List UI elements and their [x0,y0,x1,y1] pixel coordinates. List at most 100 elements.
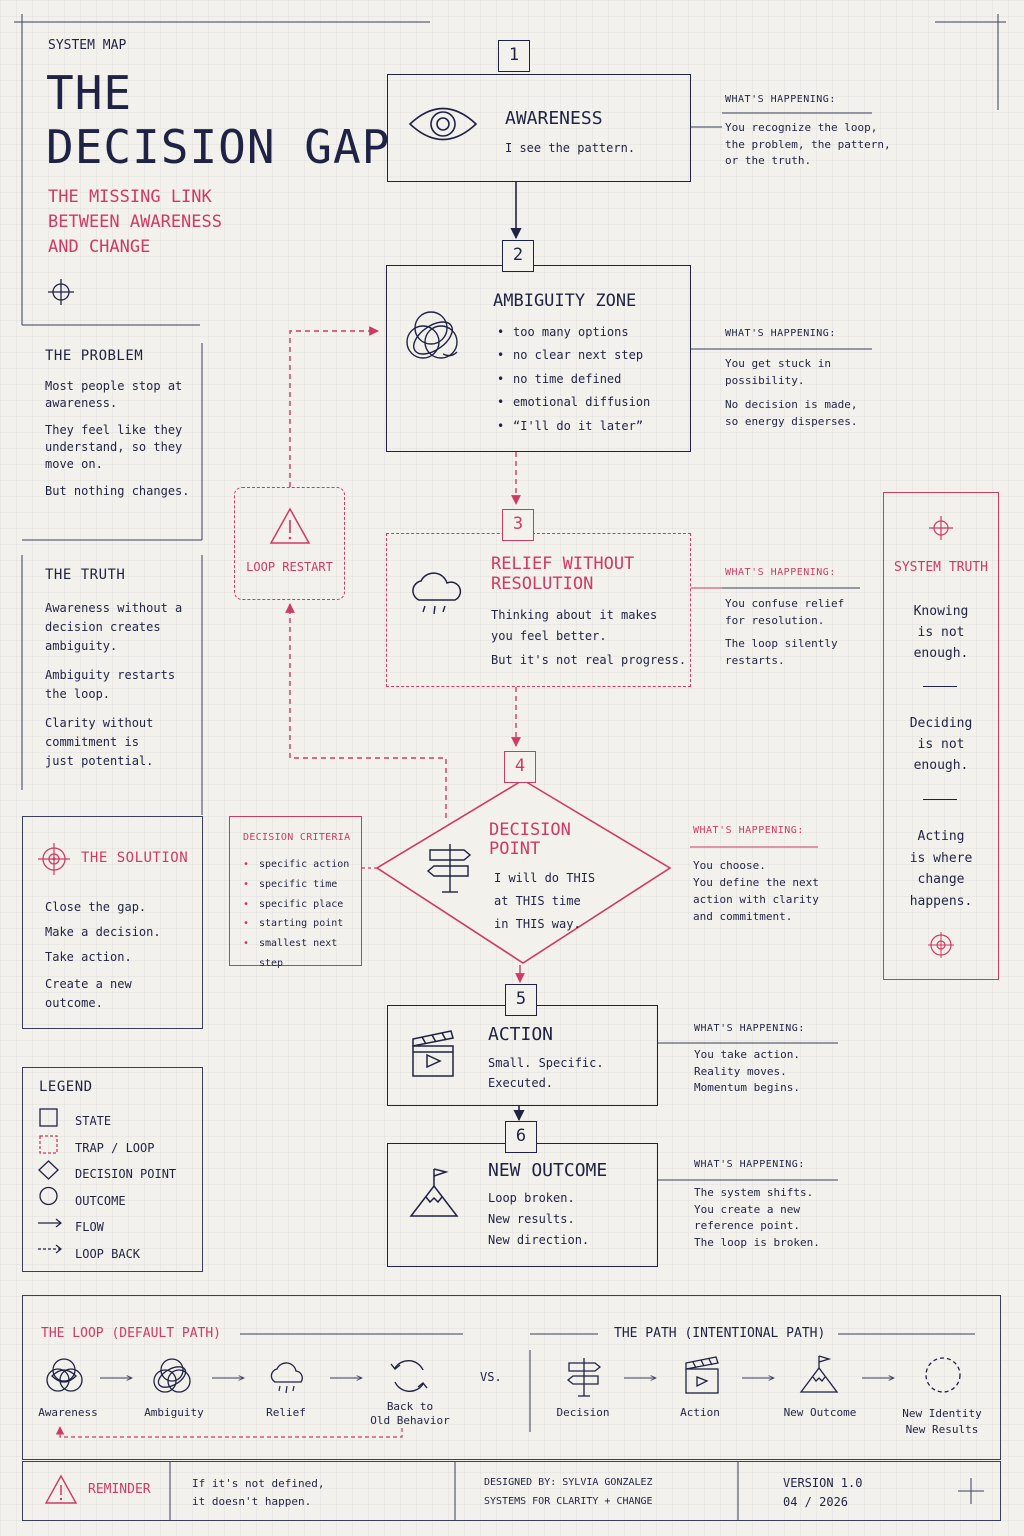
solution-line: Close the gap. [45,900,147,914]
wh-line: No decision is made, [725,398,858,411]
truth-line: happens. [909,893,973,909]
path-step-label: New Identity New Results [902,1407,982,1436]
crosshair-icon [929,516,953,540]
action-body: Small. Specific. Executed. [488,1053,604,1093]
new-outcome-body: Loop broken. New results. New direction. [488,1188,589,1251]
solution-final: Create a new outcome. [45,977,132,1010]
criteria-title: DECISION CRITERIA [243,832,351,843]
reminder-line: it doesn't happen. [192,1495,312,1508]
subtitle-line: THE MISSING LINK [48,187,212,207]
legend-item: OUTCOME [75,1193,126,1208]
truth-line: Acting [917,829,965,844]
solution-panel: THE SOLUTION Close the gap. Make a decis… [22,816,203,1029]
date-label: 04 / 2026 [783,1495,849,1509]
state-symbol-icon [39,1108,58,1127]
warning-icon [269,507,311,544]
new-outcome-box: NEW OUTCOME Loop broken. New results. Ne… [387,1143,658,1267]
wh-line: so energy disperses. [725,414,858,428]
system-truth-block: Knowing is not enough. [884,601,998,664]
relief-body: Thinking about it makes you feel better.… [491,605,686,671]
truth-line: is where [909,850,973,866]
action-title: ACTION [488,1024,554,1045]
wh-line: The loop silently [725,637,838,650]
decision-title-line: POINT [489,839,541,859]
relief-title: RELIEF WITHOUT RESOLUTION [491,554,634,594]
relief-line: you feel better. [491,629,607,643]
outcome-line: New direction. [488,1233,590,1247]
legend-item: TRAP / LOOP [75,1140,155,1155]
whats-happening-label: WHAT'S HAPPENING: [725,567,836,578]
signpost-icon [566,1358,602,1397]
criteria-item: smallest next step [243,934,361,974]
vs-label: VS. [480,1370,502,1384]
truth-line: is not [917,625,965,640]
wh-line: You confuse relief [725,597,845,610]
clapperboard-icon [412,1030,454,1077]
criteria-item: starting point [243,914,361,934]
dashed-circle-icon [925,1357,961,1393]
wh-line: reference point. [694,1219,800,1233]
outcome-line: New results. [488,1212,575,1226]
relief-line: But it's not real progress. [491,653,687,667]
eye-tangle-icon [46,1358,83,1392]
truth-line: enough. [913,646,969,661]
designer-credit: DESIGNED BY: SYLVIA GONZALEZ [484,1477,653,1488]
whats-happening-text: You take action. Reality moves. Momentum… [694,1047,800,1097]
legend-panel: LEGEND STATE TRAP / LOOP DECISION POINT … [22,1067,203,1272]
warning-icon [44,1474,78,1504]
whats-happening-label: WHAT'S HAPPENING: [725,328,836,339]
legend-item: LOOP BACK [75,1246,141,1261]
target-icon [928,932,954,958]
truth-line: Knowing [913,604,969,619]
wh-line: or the truth. [725,154,812,167]
signpost-icon [426,844,472,893]
whats-happening-label: WHAT'S HAPPENING: [693,825,804,836]
path-step-label: New Outcome [783,1406,857,1419]
wh-line: The system shifts. [694,1186,814,1199]
cloud-rain-icon [270,1362,303,1394]
mountain-flag-icon [799,1355,839,1393]
awareness-title: AWARENESS [505,108,603,129]
legend-symbols [38,1108,62,1254]
decision-line: in THIS way. [494,917,581,931]
action-line: Executed. [488,1076,554,1090]
step-number-5: 5 [505,984,537,1016]
trap-symbol-icon [39,1135,58,1154]
step-number-3: 3 [502,509,534,541]
target-icon [38,843,70,875]
cycle-arrows-icon [390,1359,428,1393]
outcome-symbol-icon [39,1186,58,1206]
relief-line: Thinking about it makes [491,608,658,622]
wh-line: You take action. [694,1048,800,1061]
relief-box: RELIEF WITHOUT RESOLUTION Thinking about… [386,533,691,687]
decision-line: at THIS time [494,894,581,908]
clapperboard-icon [685,1356,719,1394]
decision-title-line: DECISION [489,820,571,840]
whats-happening-text: You recognize the loop, the problem, the… [725,120,891,170]
system-truth-title: SYSTEM TRUTH [894,560,988,575]
loop-vs-path-panel [22,1295,1001,1460]
wh-line: Momentum begins. [694,1081,800,1094]
bullet-item: no time defined [497,368,650,392]
divider [923,686,957,687]
problem-text: They feel like they understand, so they … [45,423,183,471]
whats-happening-text: You confuse relief for resolution. The l… [725,596,844,669]
legend-item: FLOW [75,1220,104,1235]
bullet-item: “I'll do it later” [497,415,650,439]
wh-line: the problem, the pattern, [725,137,891,151]
wh-line: possibility. [725,373,805,387]
truth-text: Awareness without a decision creates amb… [45,601,183,653]
loop-restart-label: LOOP RESTART [246,560,333,574]
subtitle-line: BETWEEN AWARENESS [48,212,222,232]
reminder-text: If it's not defined, it doesn't happen. [192,1475,324,1511]
mountain-flag-icon [409,1168,459,1217]
whats-happening-label: WHAT'S HAPPENING: [694,1159,805,1170]
relief-title-line: RELIEF WITHOUT [491,554,635,574]
solution-lines: Close the gap. Make a decision. Take act… [45,895,161,970]
tangled-circles-icon [153,1358,191,1393]
path-step-label: Decision [556,1406,610,1419]
action-line: Small. Specific. [488,1056,604,1070]
legend-item: DECISION POINT [75,1167,177,1182]
wh-line: You get stuck in [725,357,831,370]
truth-line: is not [917,737,965,752]
